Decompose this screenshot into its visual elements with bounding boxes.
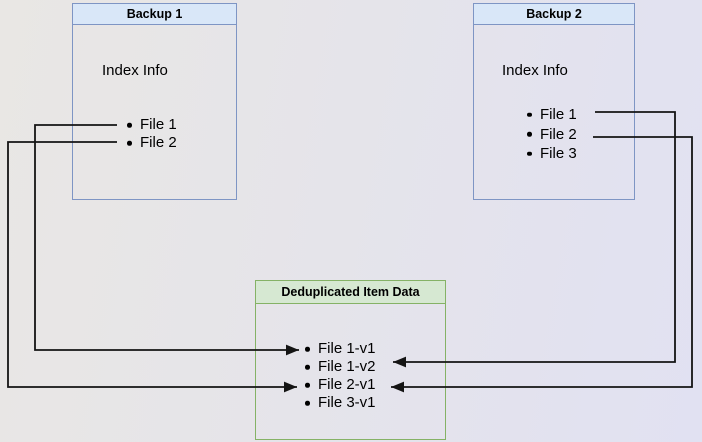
backup2-file-list: File 1 File 2 File 3	[527, 105, 577, 164]
dedup-item: File 2-v1	[305, 376, 376, 394]
backup2-file-item: File 1	[527, 105, 577, 125]
backup2-box: Backup 2	[473, 3, 635, 200]
backup1-box: Backup 1	[72, 3, 237, 200]
dedup-title: Deduplicated Item Data	[256, 281, 445, 304]
backup1-file-list: File 1 File 2	[127, 116, 177, 152]
backup2-file-item: File 3	[527, 144, 577, 164]
dedup-item: File 1-v2	[305, 358, 376, 376]
backup1-file-item: File 1	[127, 116, 177, 134]
backup2-file-item: File 2	[527, 125, 577, 145]
backup2-title: Backup 2	[474, 4, 634, 25]
dedup-item: File 1-v1	[305, 340, 376, 358]
dedup-item: File 3-v1	[305, 394, 376, 412]
backup1-file-item: File 2	[127, 134, 177, 152]
backup1-title: Backup 1	[73, 4, 236, 25]
dedup-item-list: File 1-v1 File 1-v2 File 2-v1 File 3-v1	[305, 340, 376, 412]
backup2-index-info-label: Index Info	[502, 62, 568, 79]
backup1-index-info-label: Index Info	[102, 62, 168, 79]
